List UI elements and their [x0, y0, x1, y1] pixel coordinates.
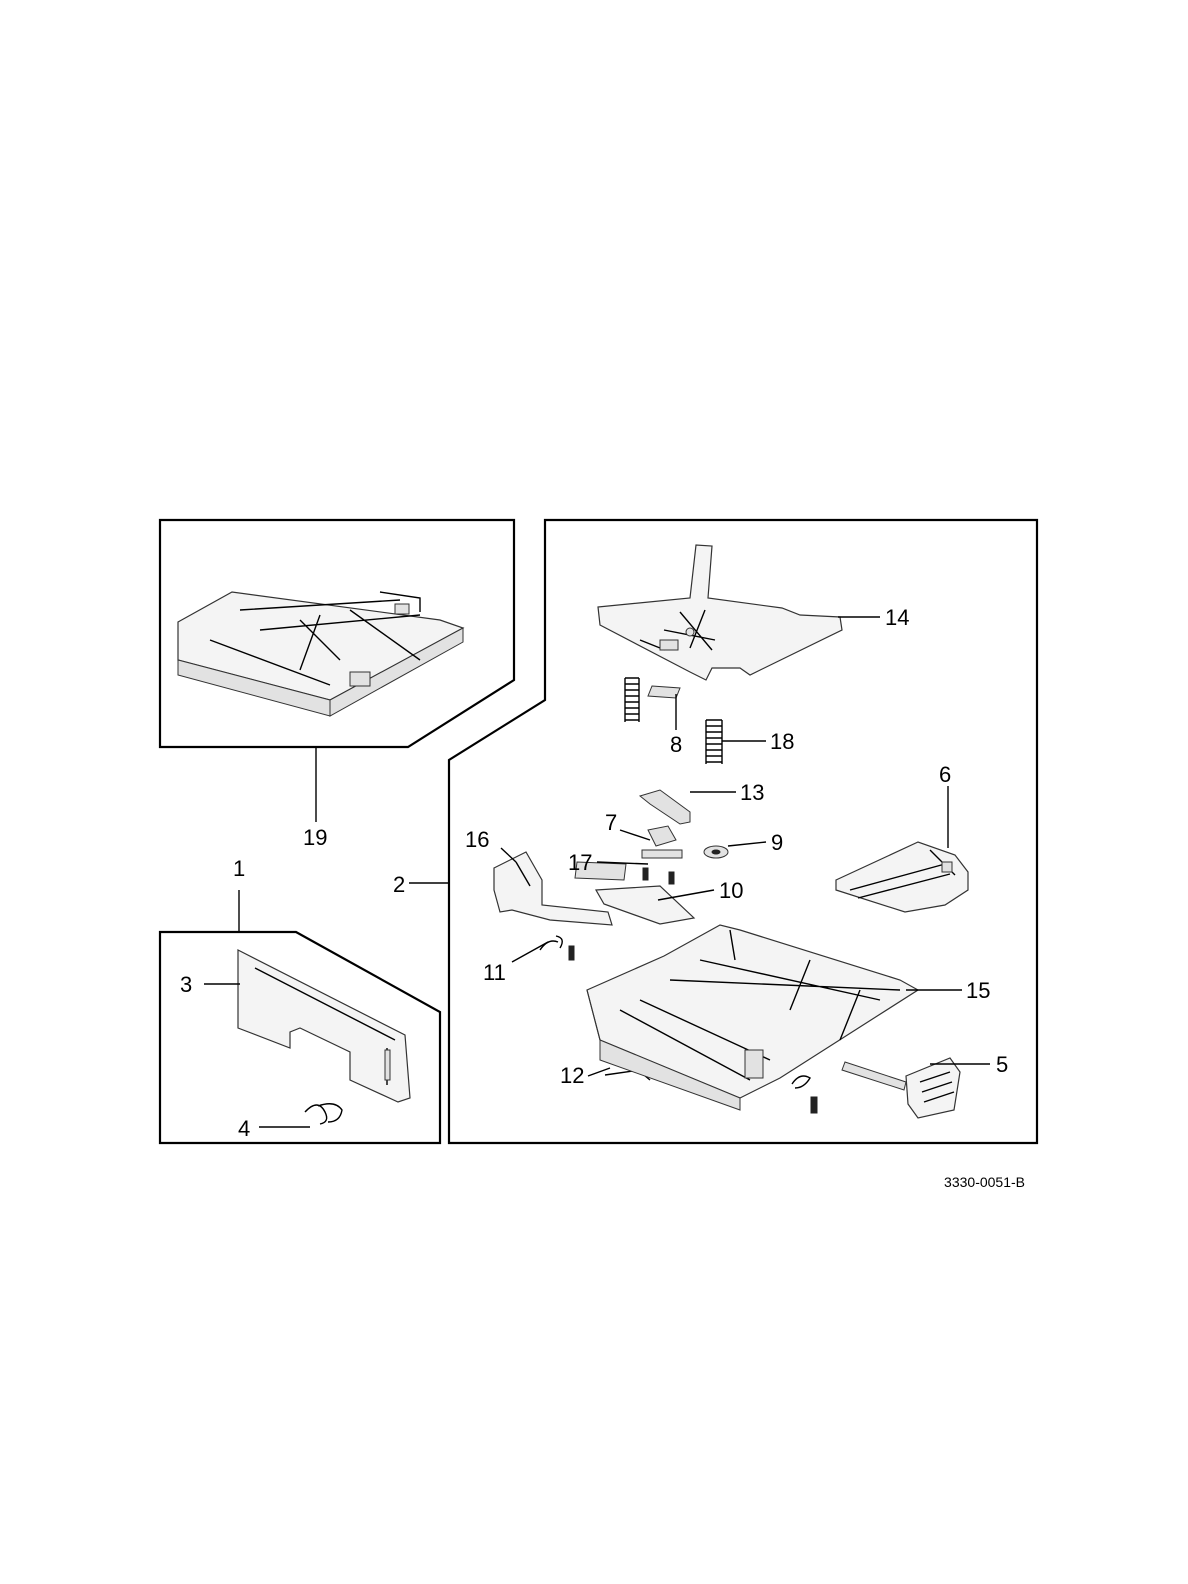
callout-2: 2	[393, 872, 405, 897]
callout-7: 7	[605, 810, 617, 835]
clip-drawing	[305, 1104, 342, 1124]
roller-drawing	[642, 826, 682, 858]
lift-plate-drawing	[598, 545, 842, 680]
callout-6: 6	[939, 762, 951, 787]
callout-3: 3	[180, 972, 192, 997]
tray-cover-drawing	[238, 950, 410, 1102]
gear-drawing	[704, 846, 728, 858]
callout-10: 10	[719, 878, 743, 903]
callout-15: 15	[966, 978, 990, 1003]
callout-12: 12	[560, 1063, 584, 1088]
callout-11: 11	[483, 960, 506, 985]
callout-8: 8	[670, 732, 682, 757]
pad-drawing	[648, 686, 680, 698]
slide-guide-drawing	[842, 1058, 960, 1118]
callout-9: 9	[771, 830, 783, 855]
rear-guide-drawing	[836, 842, 968, 912]
callout-5: 5	[996, 1052, 1008, 1077]
callout-19: 19	[303, 825, 327, 850]
complete-tray-drawing	[178, 592, 463, 716]
document-id: 3330-0051-B	[944, 1174, 1025, 1190]
callout-13: 13	[740, 780, 764, 805]
bracket-drawing	[640, 790, 690, 824]
callout-18: 18	[770, 729, 794, 754]
tray-frame-drawing	[587, 925, 918, 1110]
callout-4: 4	[238, 1116, 250, 1141]
callout-17: 17	[568, 850, 592, 875]
callout-14: 14	[885, 605, 909, 630]
callout-16: 16	[465, 827, 489, 852]
callout-1: 1	[233, 856, 245, 881]
